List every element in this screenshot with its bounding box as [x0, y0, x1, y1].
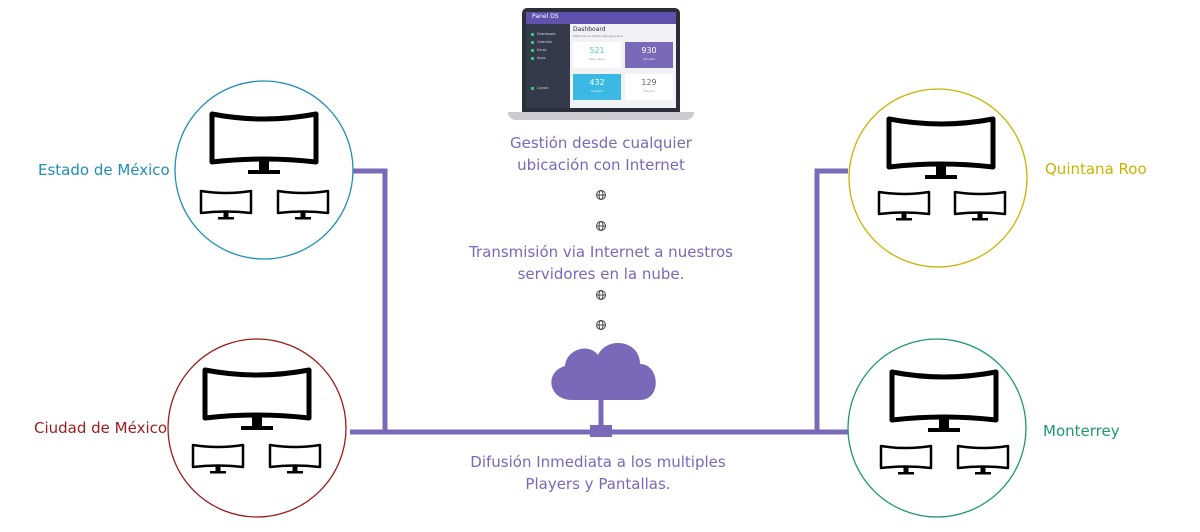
- laptop-stat-card: 432 Screens: [573, 74, 621, 100]
- step-transmission-line: Transmisión via Internet a nuestros: [469, 243, 733, 261]
- globe-icon: [596, 221, 606, 231]
- cloud-connector-plug: [590, 425, 612, 437]
- step-management-line: Gestión desde cualquier: [510, 134, 692, 152]
- globe-icon: [596, 290, 606, 300]
- connector-globes: [596, 190, 606, 330]
- laptop-main: Dashboard Welcome to digital signage pan…: [570, 24, 676, 108]
- line-estado-de-mexico: [353, 168, 388, 432]
- step-transmission-line: servidores en la nube.: [517, 265, 685, 283]
- step-transmission-label: Transmisión via Internet a nuestros serv…: [469, 241, 733, 285]
- laptop-stat-card: 930 Uploads: [625, 42, 673, 68]
- laptop-stat-value: 129: [641, 78, 657, 87]
- laptop-menu-item: Apps: [531, 56, 545, 60]
- laptop-stat-caption: Players: [643, 89, 655, 93]
- location-label-ciudad-de-mexico: Ciudad de México: [34, 419, 168, 437]
- laptop-stat-caption: Uploads: [642, 57, 656, 61]
- globe-icon: [596, 190, 606, 200]
- laptop-stat-caption: Screens: [591, 89, 603, 93]
- laptop-stat-caption: New users: [589, 57, 605, 61]
- laptop-page-title: Dashboard: [573, 26, 606, 33]
- laptop-stat-value: 432: [589, 78, 605, 87]
- laptop-page-subtitle: Welcome to digital signage panel: [573, 34, 623, 38]
- location-label-quintana-roo: Quintana Roo: [1045, 160, 1147, 178]
- globe-icon: [596, 320, 606, 330]
- laptop-screen: Panel DS Dashboard Calendar Email Apps L…: [522, 8, 680, 112]
- laptop-base: [508, 112, 694, 120]
- laptop-stat-value: 521: [589, 46, 605, 55]
- laptop-stat-card: 521 New users: [573, 42, 621, 68]
- laptop-sidebar: Dashboard Calendar Email Apps Layout: [526, 24, 570, 108]
- laptop-menu-item: Email: [531, 48, 546, 52]
- laptop-menu-item: Calendar: [531, 40, 552, 44]
- laptop-stat-card: 129 Players: [625, 74, 673, 100]
- laptop-dashboard: Panel DS Dashboard Calendar Email Apps L…: [508, 8, 694, 124]
- line-quintana-roo: [814, 168, 848, 432]
- step-broadcast-label: Difusión Inmediata a los multiples Playe…: [470, 451, 725, 495]
- laptop-stat-value: 930: [641, 46, 657, 55]
- laptop-menu-item: Layout: [531, 86, 549, 90]
- step-broadcast-line: Players y Pantallas.: [525, 475, 671, 493]
- step-management-label: Gestión desde cualquier ubicación con In…: [510, 132, 692, 176]
- laptop-app-name: Panel DS: [532, 13, 559, 20]
- location-label-monterrey: Monterrey: [1043, 422, 1120, 440]
- step-management-line: ubicación con Internet: [517, 156, 685, 174]
- location-label-estado-de-mexico: Estado de México: [38, 161, 170, 179]
- laptop-topbar: Panel DS: [526, 12, 676, 24]
- laptop-menu-item: Dashboard: [531, 32, 555, 36]
- cloud-icon: [551, 343, 656, 400]
- step-broadcast-line: Difusión Inmediata a los multiples: [470, 453, 726, 471]
